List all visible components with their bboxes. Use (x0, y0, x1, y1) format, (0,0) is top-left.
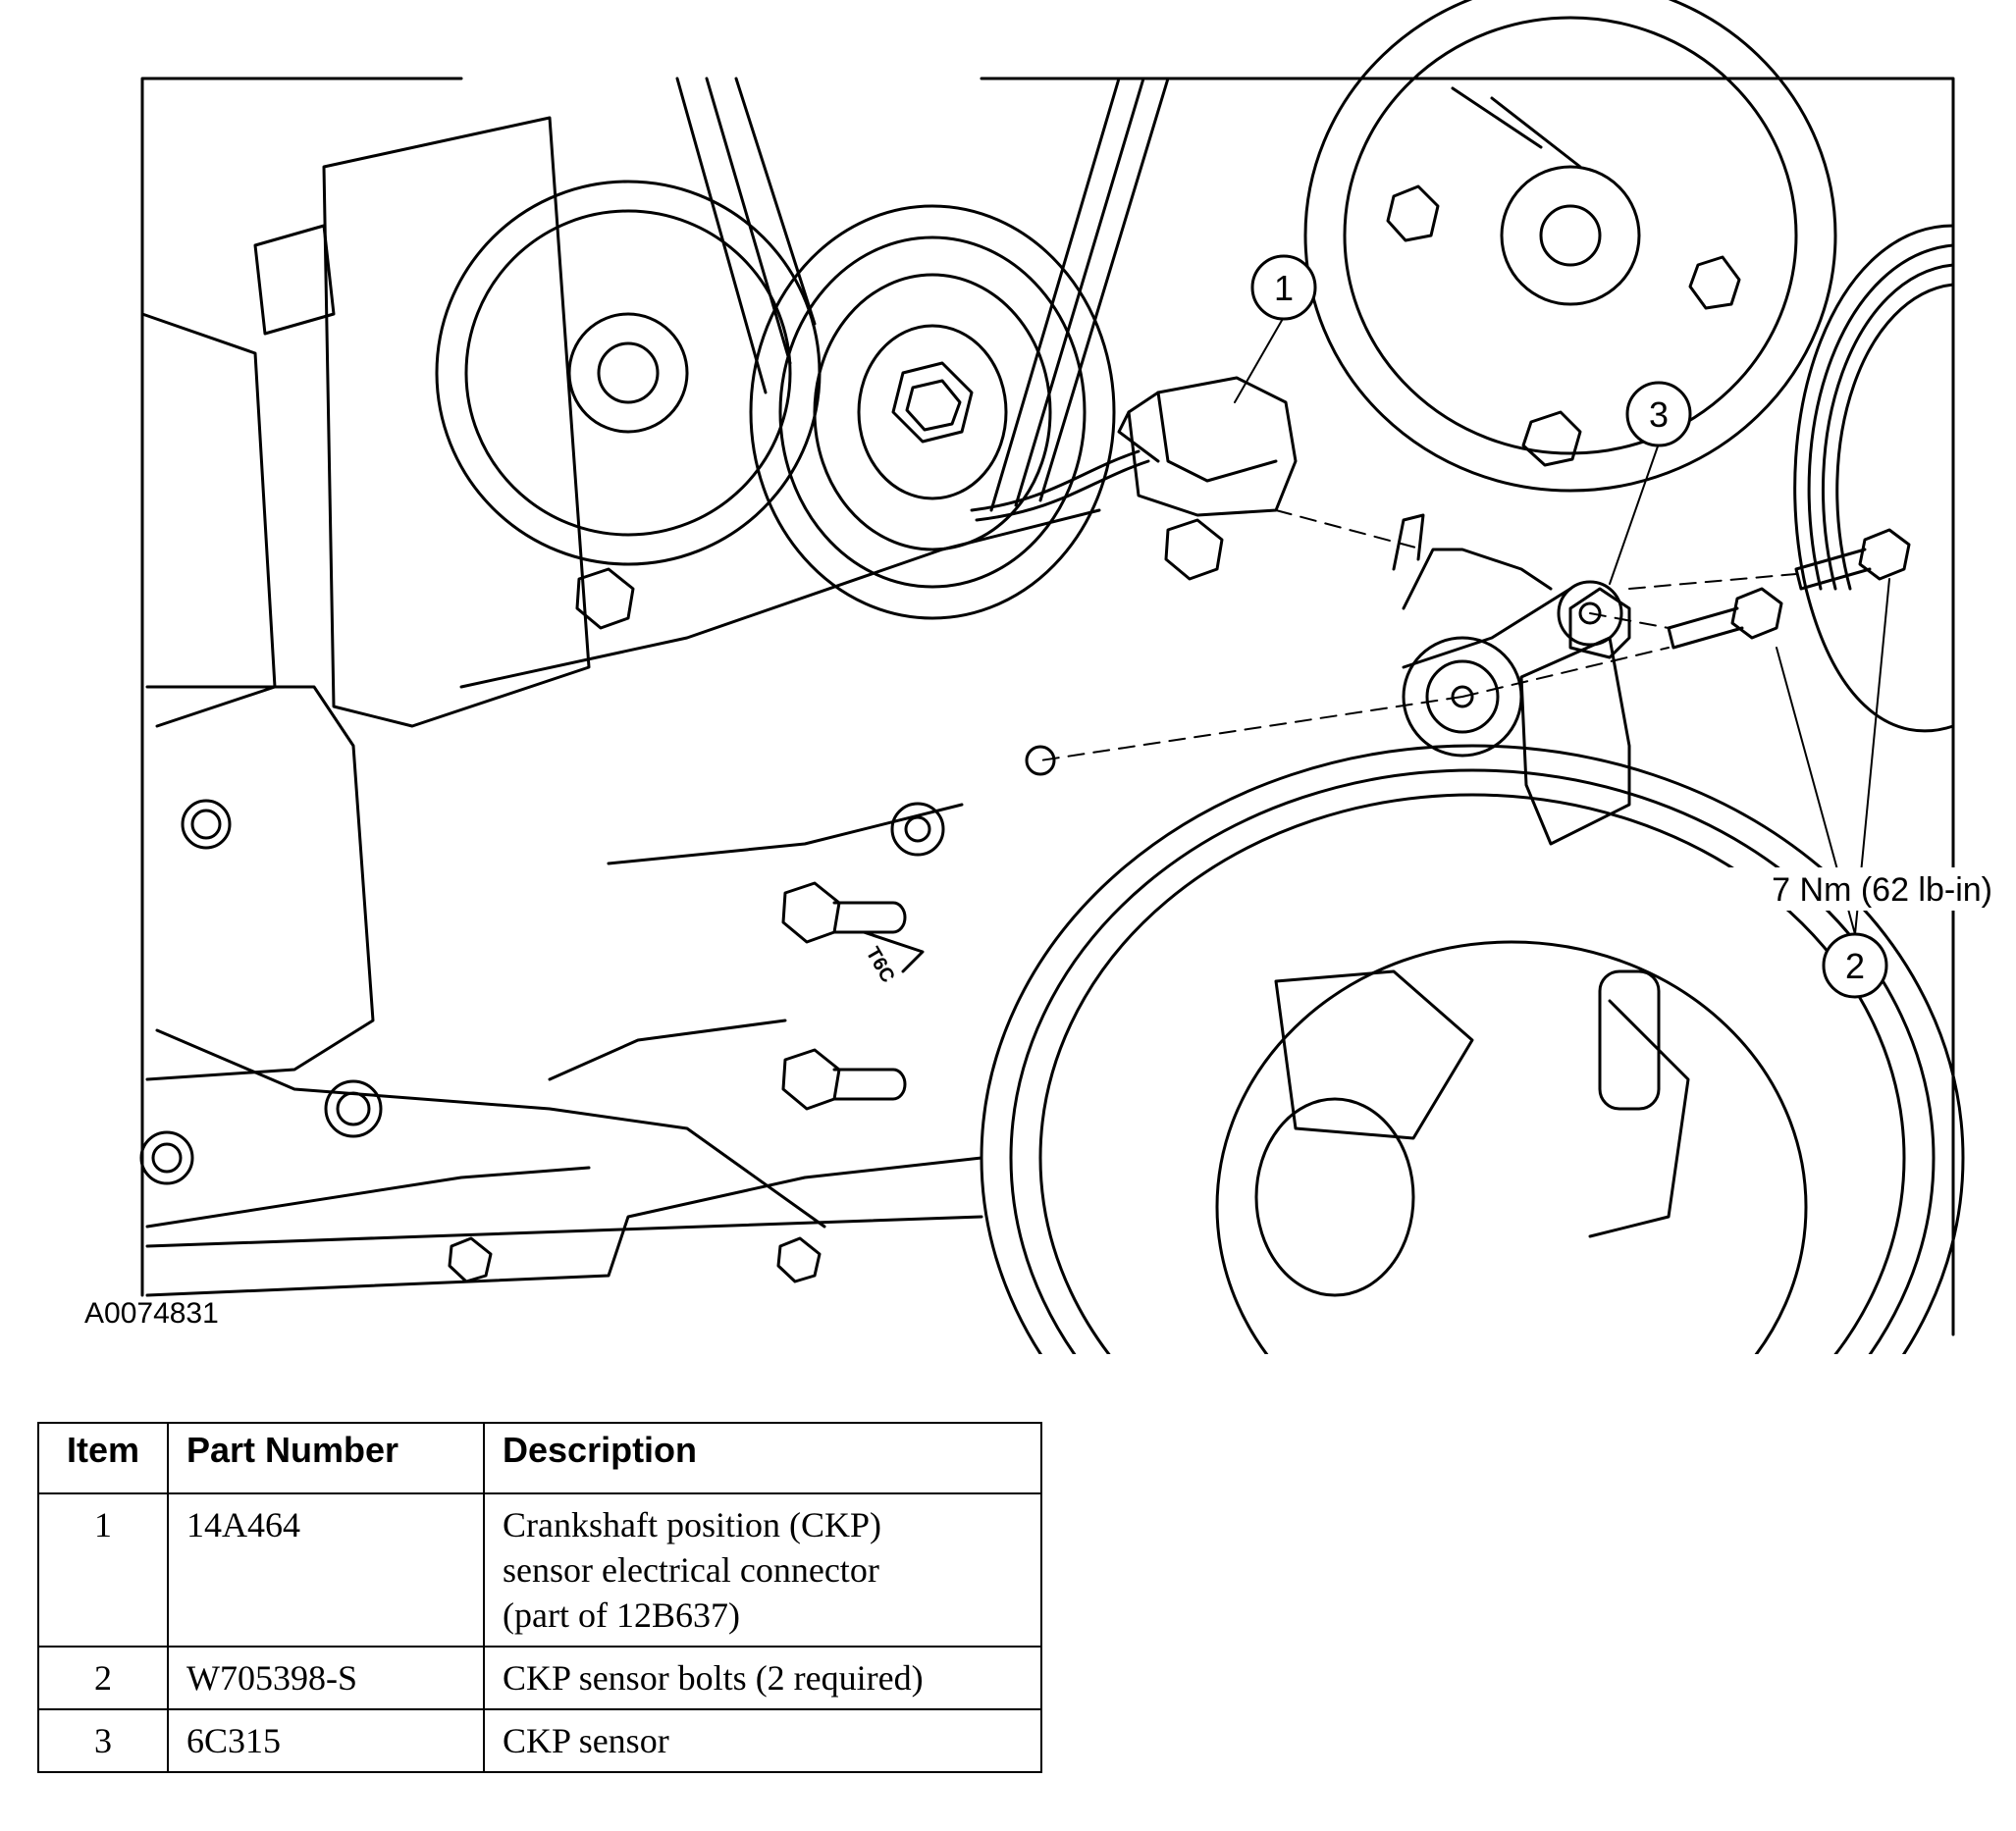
crankshaft-damper (980, 744, 1965, 1354)
cell-item: 1 (37, 1492, 169, 1648)
description-line: Crankshaft position (CKP) (503, 1505, 881, 1544)
table-header-row: Item Part Number Description (37, 1422, 1042, 1494)
ckp-bolts (1667, 528, 1911, 650)
header-part-number: Part Number (167, 1422, 485, 1494)
description-line: sensor electrical connector (503, 1550, 879, 1590)
ckp-connector (970, 376, 1298, 522)
header-item: Item (37, 1422, 169, 1494)
engine-block-outline (140, 77, 1955, 1336)
ckp-sensor (1392, 513, 1631, 846)
table-row: 3 6C315 CKP sensor (37, 1708, 1042, 1773)
cell-description: CKP sensor (483, 1708, 1042, 1773)
cell-part-number: 6C315 (167, 1708, 485, 1773)
upper-pulley (1303, 0, 1837, 493)
callout-2: 2 (1822, 932, 1888, 999)
description-line: CKP sensor (503, 1721, 669, 1760)
parts-table: Item Part Number Description 1 14A464 Cr… (37, 1422, 1042, 1773)
stamped-part-text: T6C (862, 944, 899, 987)
accessory-pulley (749, 204, 1116, 620)
cell-description: CKP sensor bolts (2 required) (483, 1646, 1042, 1710)
cell-part-number: 14A464 (167, 1492, 485, 1648)
callout-3-label: 3 (1649, 394, 1669, 435)
cover-bosses (139, 518, 1224, 1283)
idler-pulley (435, 180, 822, 566)
cell-item: 2 (37, 1646, 169, 1710)
cell-description: Crankshaft position (CKP) sensor electri… (483, 1492, 1042, 1648)
callout-2-label: 2 (1845, 946, 1865, 986)
engine-front-illustration: T6C 1 3 2 7 Nm (62 lb-in) (139, 0, 1992, 1354)
callout-1: 1 (1250, 254, 1317, 321)
header-description: Description (483, 1422, 1042, 1494)
callout-1-label: 1 (1274, 268, 1294, 308)
cell-part-number: W705398-S (167, 1646, 485, 1710)
description-line: (part of 12B637) (503, 1596, 740, 1635)
cell-item: 3 (37, 1708, 169, 1773)
drive-belts (675, 77, 1582, 512)
ribbed-pulley (1793, 224, 1955, 733)
alignment-lines (1039, 509, 1797, 761)
callout-3: 3 (1625, 381, 1692, 447)
table-row: 2 W705398-S CKP sensor bolts (2 required… (37, 1646, 1042, 1710)
description-line: CKP sensor bolts (2 required) (503, 1658, 924, 1698)
torque-spec: 7 Nm (62 lb-in) (1772, 871, 1992, 909)
figure-code: A0074831 (84, 1297, 219, 1330)
table-row: 1 14A464 Crankshaft position (CKP) senso… (37, 1492, 1042, 1648)
